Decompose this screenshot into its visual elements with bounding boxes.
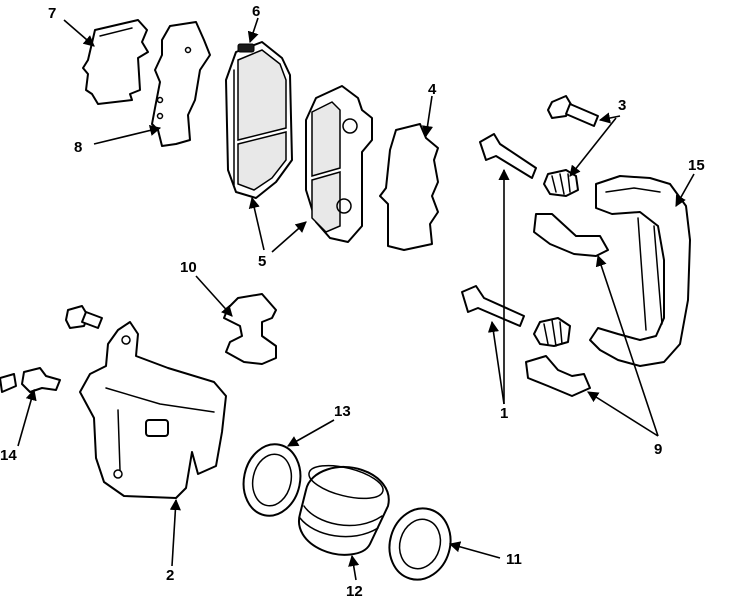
- part-12-piston: [298, 464, 390, 556]
- leader-lines: [17, 17, 695, 581]
- part-4-shim: [379, 123, 439, 251]
- callout-9: 9: [654, 441, 662, 458]
- part-14-bleeder-screw: [0, 367, 61, 393]
- part-9-retainer-clip-upper: [533, 213, 609, 257]
- part-10-anti-rattle-spring: [223, 293, 277, 365]
- callout-15: 15: [688, 157, 705, 174]
- callout-10: 10: [180, 259, 197, 276]
- part-3-boot: [543, 169, 579, 197]
- callout-6: 6: [252, 3, 260, 20]
- callout-labels: 7 8 6 5 4 3 15 1 9 10 13 14 2 12 11: [0, 3, 705, 600]
- callout-3: 3: [618, 97, 626, 114]
- part-2-caliper-body: [79, 321, 227, 499]
- part-5-brake-pad-outer: [225, 41, 293, 199]
- part-8-shim: [151, 21, 211, 147]
- part-1-boot-lower: [533, 317, 571, 347]
- part-15-caliper-bracket: [589, 175, 691, 367]
- callout-5: 5: [258, 253, 266, 270]
- caliper-bolt: [65, 305, 103, 329]
- part-7-shim: [82, 19, 149, 105]
- part-13-dust-seal: [242, 443, 302, 517]
- part-5-brake-pad-inner: [305, 85, 373, 243]
- callout-4: 4: [428, 81, 437, 98]
- part-1-guide-pin-upper: [479, 133, 537, 179]
- callout-7: 7: [48, 5, 56, 22]
- part-1-guide-pin-lower: [461, 285, 525, 327]
- callout-1: 1: [500, 405, 508, 422]
- callout-13: 13: [334, 403, 351, 420]
- callout-12: 12: [346, 583, 363, 600]
- part-11-piston-seal: [388, 507, 452, 581]
- callout-8: 8: [74, 139, 82, 156]
- callout-11: 11: [506, 551, 522, 568]
- part-9-retainer-clip-lower: [525, 355, 591, 397]
- callout-14: 14: [0, 447, 17, 464]
- callout-2: 2: [166, 567, 174, 584]
- part-6-wear-indicator: [237, 43, 255, 53]
- part-3-mounting-bolt: [547, 95, 599, 127]
